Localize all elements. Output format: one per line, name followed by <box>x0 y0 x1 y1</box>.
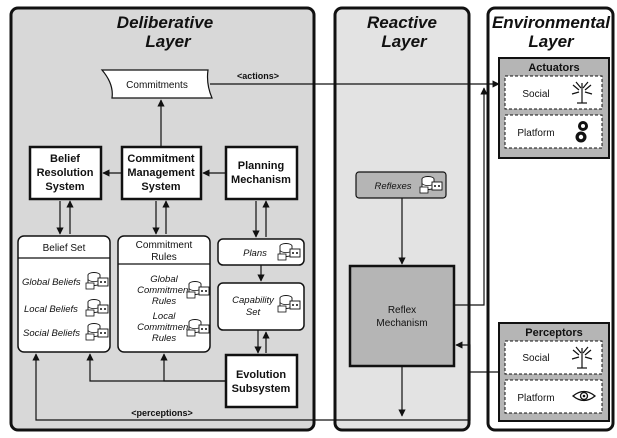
planning-mechanism-box <box>224 145 299 201</box>
reflex-mechanism-l1: Reflex <box>388 305 416 316</box>
perceptions-label: <perceptions> <box>131 408 193 418</box>
local-commitment-l3: Rules <box>152 333 177 344</box>
eye-icon <box>571 390 597 402</box>
reflexes-label: Reflexes <box>375 181 412 192</box>
evolution-l1: Evolution <box>236 369 286 381</box>
belief-set-box <box>17 235 111 353</box>
commitments-label: Commitments <box>126 80 188 91</box>
global-beliefs: Global Beliefs <box>22 277 81 288</box>
social-beliefs: Social Beliefs <box>23 328 80 339</box>
belief-resolution-l1: Belief <box>50 153 80 165</box>
actuator-platform-label: Platform <box>517 128 554 139</box>
reactive-title-1: Reactive <box>367 13 437 32</box>
commitment-management-l3: System <box>141 181 180 193</box>
deliberative-title-1: Deliberative <box>117 13 213 32</box>
plans-label: Plans <box>243 248 267 259</box>
evolution-subsystem-box <box>224 353 299 409</box>
antenna-icon <box>571 346 593 369</box>
belief-resolution-l2: Resolution <box>37 167 94 179</box>
reflex-mechanism-box <box>348 264 456 368</box>
actuators-title: Actuators <box>528 62 579 74</box>
perceptor-platform-label: Platform <box>517 393 554 404</box>
planning-l1: Planning <box>238 160 284 172</box>
antenna-icon <box>571 81 593 104</box>
capability-l2: Set <box>246 307 261 318</box>
commitment-rules-title-1: Commitment <box>136 240 193 251</box>
commitment-rules-box <box>117 235 211 353</box>
reflex-mechanism-l2: Mechanism <box>376 318 427 329</box>
belief-resolution-box <box>28 145 103 201</box>
global-commitment-l2: Commitment <box>137 285 191 296</box>
planning-l2: Mechanism <box>231 174 291 186</box>
perceptor-social-label: Social <box>522 353 549 364</box>
deliberative-title-2: Layer <box>145 32 192 51</box>
actuator-social-label: Social <box>522 89 549 100</box>
commitments-shape <box>100 69 213 99</box>
belief-resolution-l3: System <box>45 181 84 193</box>
global-commitment-l1: Global <box>150 274 178 285</box>
capability-set-box <box>217 282 305 331</box>
commitment-management-l2: Management <box>127 167 195 179</box>
actions-label: <actions> <box>237 71 279 81</box>
capability-l1: Capability <box>232 295 275 306</box>
commitment-management-l1: Commitment <box>127 153 195 165</box>
evolution-l2: Subsystem <box>232 383 291 395</box>
commitment-management-box <box>120 145 203 201</box>
environmental-title-2: Layer <box>528 32 575 51</box>
local-commitment-l2: Commitment <box>137 322 191 333</box>
local-commitment-l1: Local <box>153 311 177 322</box>
gears-icon <box>575 121 588 143</box>
global-commitment-l3: Rules <box>152 296 177 307</box>
perceptors-title: Perceptors <box>525 327 582 339</box>
actuator-platform-box <box>504 114 603 149</box>
environmental-title-1: Environmental <box>492 13 611 32</box>
local-beliefs: Local Beliefs <box>24 304 78 315</box>
commitment-rules-title-2: Rules <box>151 252 177 263</box>
belief-set-title: Belief Set <box>43 243 86 254</box>
reactive-title-2: Layer <box>381 32 428 51</box>
